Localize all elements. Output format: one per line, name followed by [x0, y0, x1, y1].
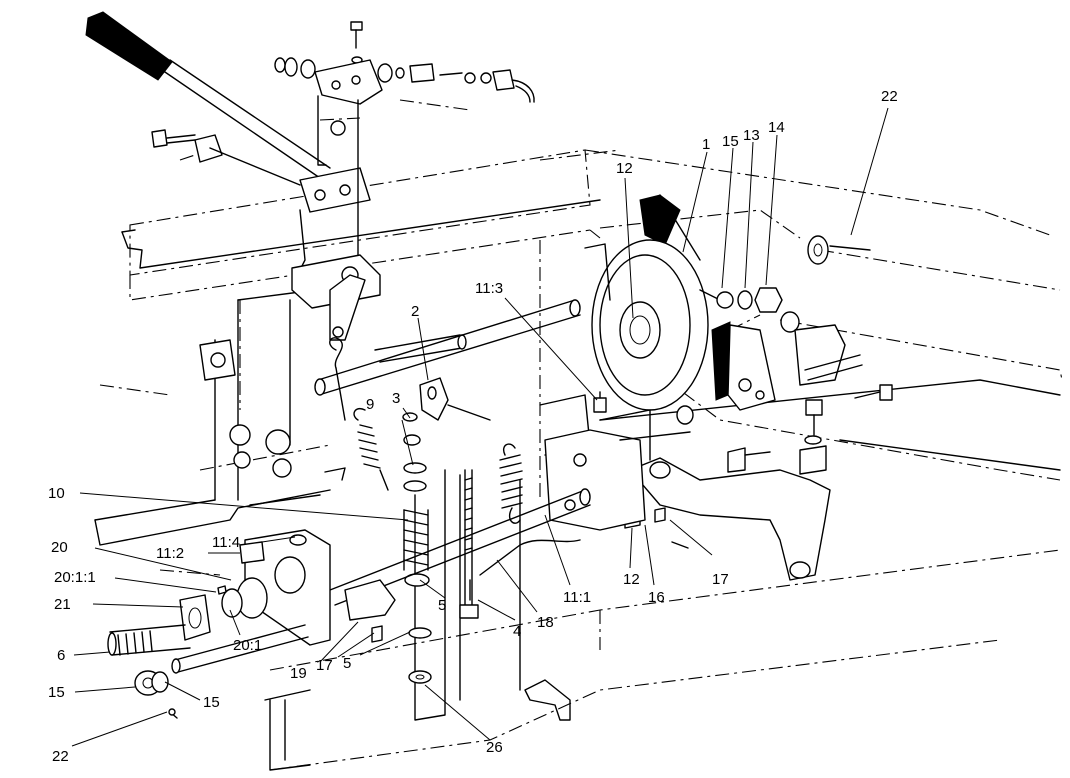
shaft-block	[329, 409, 691, 606]
top-linkage	[151, 21, 535, 261]
label-3: 3	[392, 390, 400, 407]
label-19: 19	[290, 665, 307, 682]
right-bracket	[727, 235, 893, 475]
springs	[353, 408, 523, 684]
label-20-1: 20:1	[233, 637, 262, 654]
label-10: 10	[48, 485, 65, 502]
label-15-top: 15	[722, 133, 739, 150]
label-22-bottom: 22	[52, 748, 69, 765]
label-5-upper: 5	[438, 597, 446, 614]
label-9: 9	[366, 396, 374, 413]
label-11-1: 11:1	[563, 589, 591, 606]
label-1: 1	[702, 136, 710, 153]
label-12-top: 12	[616, 160, 633, 177]
pulley-assembly	[539, 194, 783, 456]
label-14: 14	[768, 119, 785, 136]
pivot-arm	[291, 254, 581, 421]
label-6: 6	[57, 647, 65, 664]
label-11-3: 11:3	[475, 280, 503, 297]
label-11-2: 11:2	[156, 545, 184, 562]
frame-outline	[99, 99, 1063, 771]
label-21: 21	[54, 596, 71, 613]
hand-lever	[85, 11, 371, 271]
label-22-top: 22	[881, 88, 898, 105]
frame-solid	[94, 199, 1061, 771]
label-17-right: 17	[712, 571, 729, 588]
label-12-bottom: 12	[623, 571, 640, 588]
label-16: 16	[648, 589, 665, 606]
label-13: 13	[743, 127, 760, 144]
label-20: 20	[51, 539, 68, 556]
label-20-1-1: 20:1:1	[54, 569, 96, 586]
label-15-left: 15	[48, 684, 65, 701]
leader-lines	[71, 107, 889, 747]
callout-labels: 1 15 13 14 22 12 11:3 2 3 9 10 20 11:4 1…	[48, 88, 898, 765]
label-11-4: 11:4	[212, 534, 240, 551]
label-18: 18	[537, 614, 554, 631]
label-5-lower: 5	[343, 655, 351, 672]
shift-fork	[623, 457, 831, 581]
label-15-right: 15	[203, 694, 220, 711]
label-4: 4	[513, 623, 521, 640]
label-2: 2	[411, 303, 419, 320]
label-26: 26	[486, 739, 503, 756]
label-17-left: 17	[316, 657, 333, 674]
clevis-and-pin	[402, 377, 491, 446]
